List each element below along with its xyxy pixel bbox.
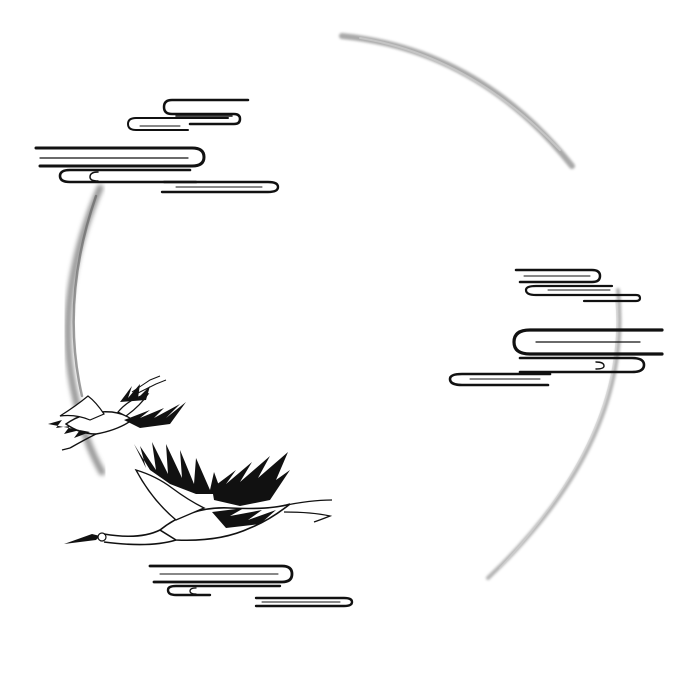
cloud-right-large [448, 328, 664, 387]
cloud-right-small [514, 268, 642, 303]
crane-small-upper [48, 375, 186, 451]
moon-arc-left [64, 184, 106, 476]
crane-large-lower [64, 442, 333, 546]
moon-arc-top [339, 33, 575, 169]
cloud-top-left-large [34, 146, 280, 194]
cloud-top-left-small [126, 98, 250, 131]
cloud-bottom [148, 564, 354, 608]
moon-arc-right [486, 288, 622, 580]
